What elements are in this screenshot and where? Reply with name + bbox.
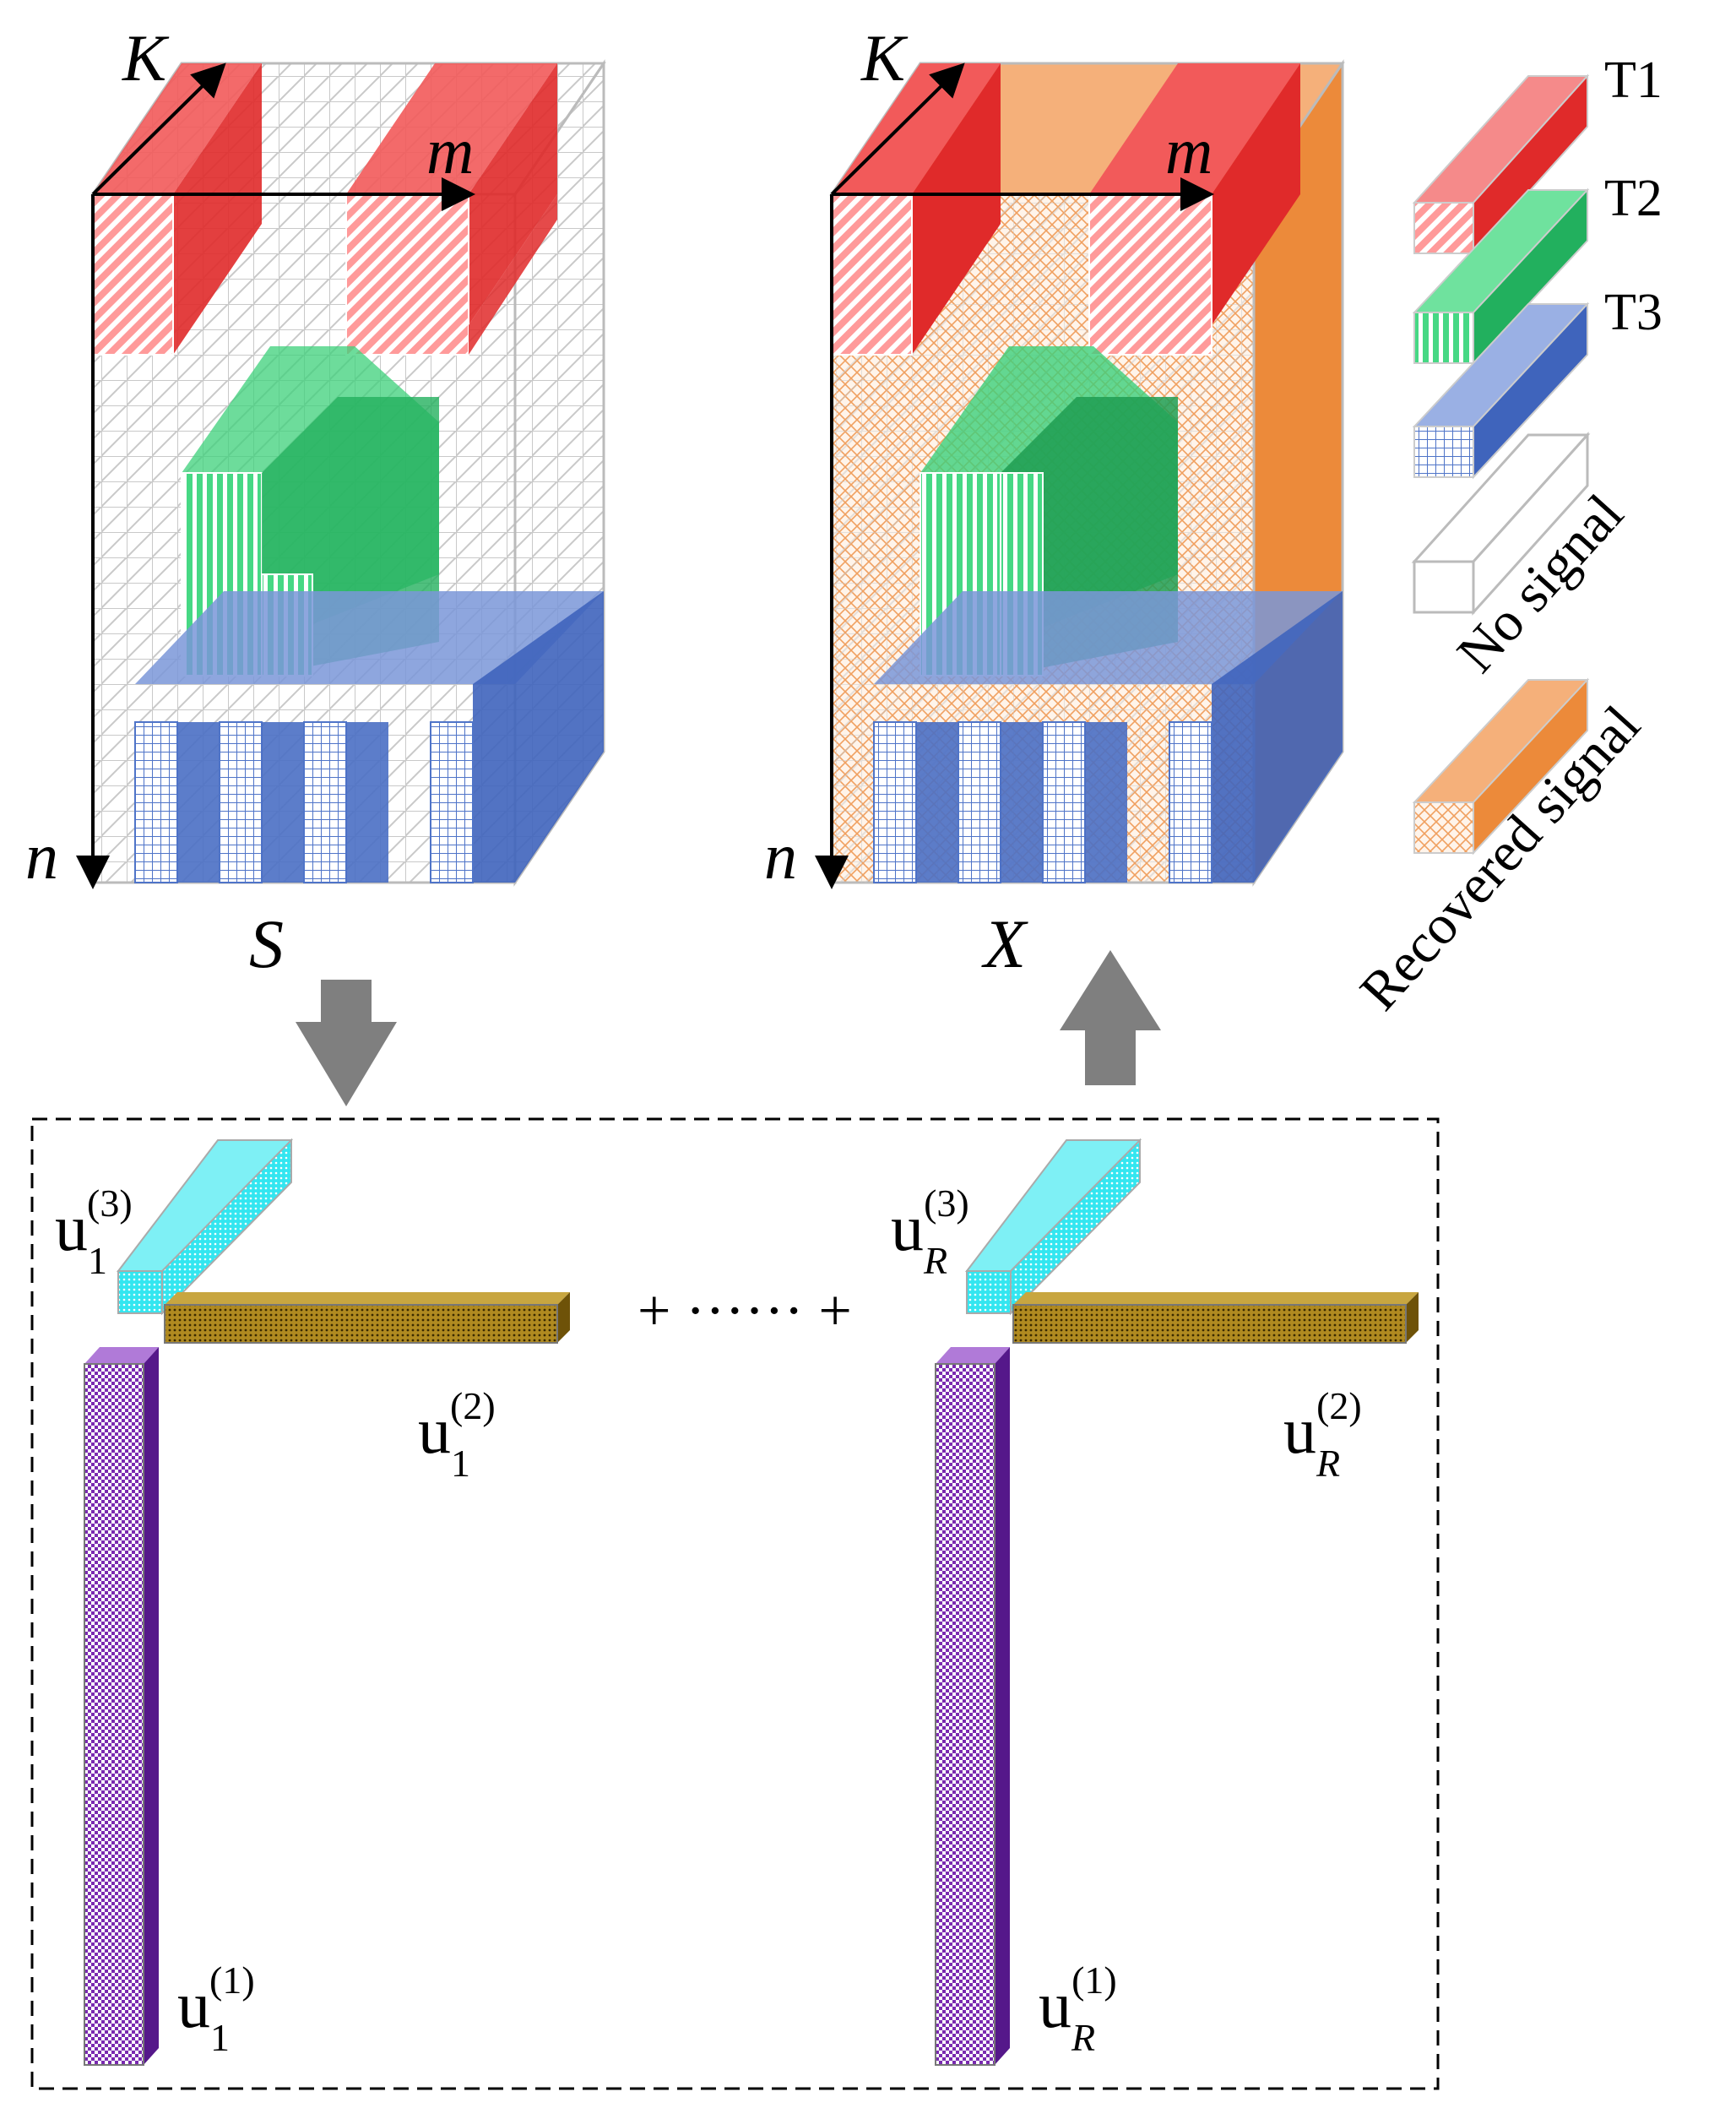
tensor-x-name: X xyxy=(981,905,1028,982)
tensor-s-name: S xyxy=(249,905,284,982)
tensor-x: K m n X xyxy=(764,21,1345,982)
tensor-x-t3-blocks xyxy=(873,591,1343,883)
u2-bar-r xyxy=(1012,1304,1407,1344)
tensor-x-k-label: K xyxy=(860,21,909,95)
legend-item-recovered-signal: Recovered signal xyxy=(1348,677,1652,1022)
tensor-s-t3-blocks xyxy=(134,591,604,883)
legend-item-t3: T3 xyxy=(1412,284,1663,480)
u1-label-r: uR(1) xyxy=(1039,1959,1117,2059)
u3-label-1: u1(3) xyxy=(55,1182,133,1282)
u2-label-r: uR(2) xyxy=(1283,1384,1362,1485)
legend-label-t1: T1 xyxy=(1604,52,1663,109)
rank1-term-1: u1(3) u1(2) u1(1) xyxy=(55,1138,570,2066)
legend: T1 T2 T3 No signal Recovered signal xyxy=(1348,52,1663,1022)
decomposition-box xyxy=(30,1117,1440,2090)
rank1-term-r: uR(3) uR(2) uR(1) xyxy=(891,1138,1419,2066)
up-arrow xyxy=(1060,950,1161,1085)
u2-bar-1 xyxy=(164,1304,558,1344)
u1-bar-r xyxy=(935,1363,995,2066)
u1-label-1: u1(1) xyxy=(177,1959,255,2059)
down-arrow xyxy=(296,980,397,1106)
u2-label-1: u1(2) xyxy=(418,1384,496,1485)
tensor-s-n-label: n xyxy=(25,819,58,893)
tensor-s-m-label: m xyxy=(426,114,474,187)
legend-label-t3: T3 xyxy=(1604,284,1663,341)
tensor-x-m-label: m xyxy=(1165,114,1212,187)
tensor-s: K m n S xyxy=(25,21,606,982)
legend-label-t2: T2 xyxy=(1604,170,1663,227)
u3-label-r: uR(3) xyxy=(891,1182,969,1282)
legend-item-t1: T1 xyxy=(1412,52,1663,256)
legend-item-t2: T2 xyxy=(1412,170,1663,366)
tensor-x-n-label: n xyxy=(764,819,797,893)
u1-bar-1 xyxy=(84,1363,144,2066)
plus-dots: + ······ + xyxy=(637,1279,852,1344)
tensor-s-k-label: K xyxy=(122,21,170,95)
tensor-x-k-axis xyxy=(830,62,965,196)
tensor-s-k-axis xyxy=(91,62,226,196)
